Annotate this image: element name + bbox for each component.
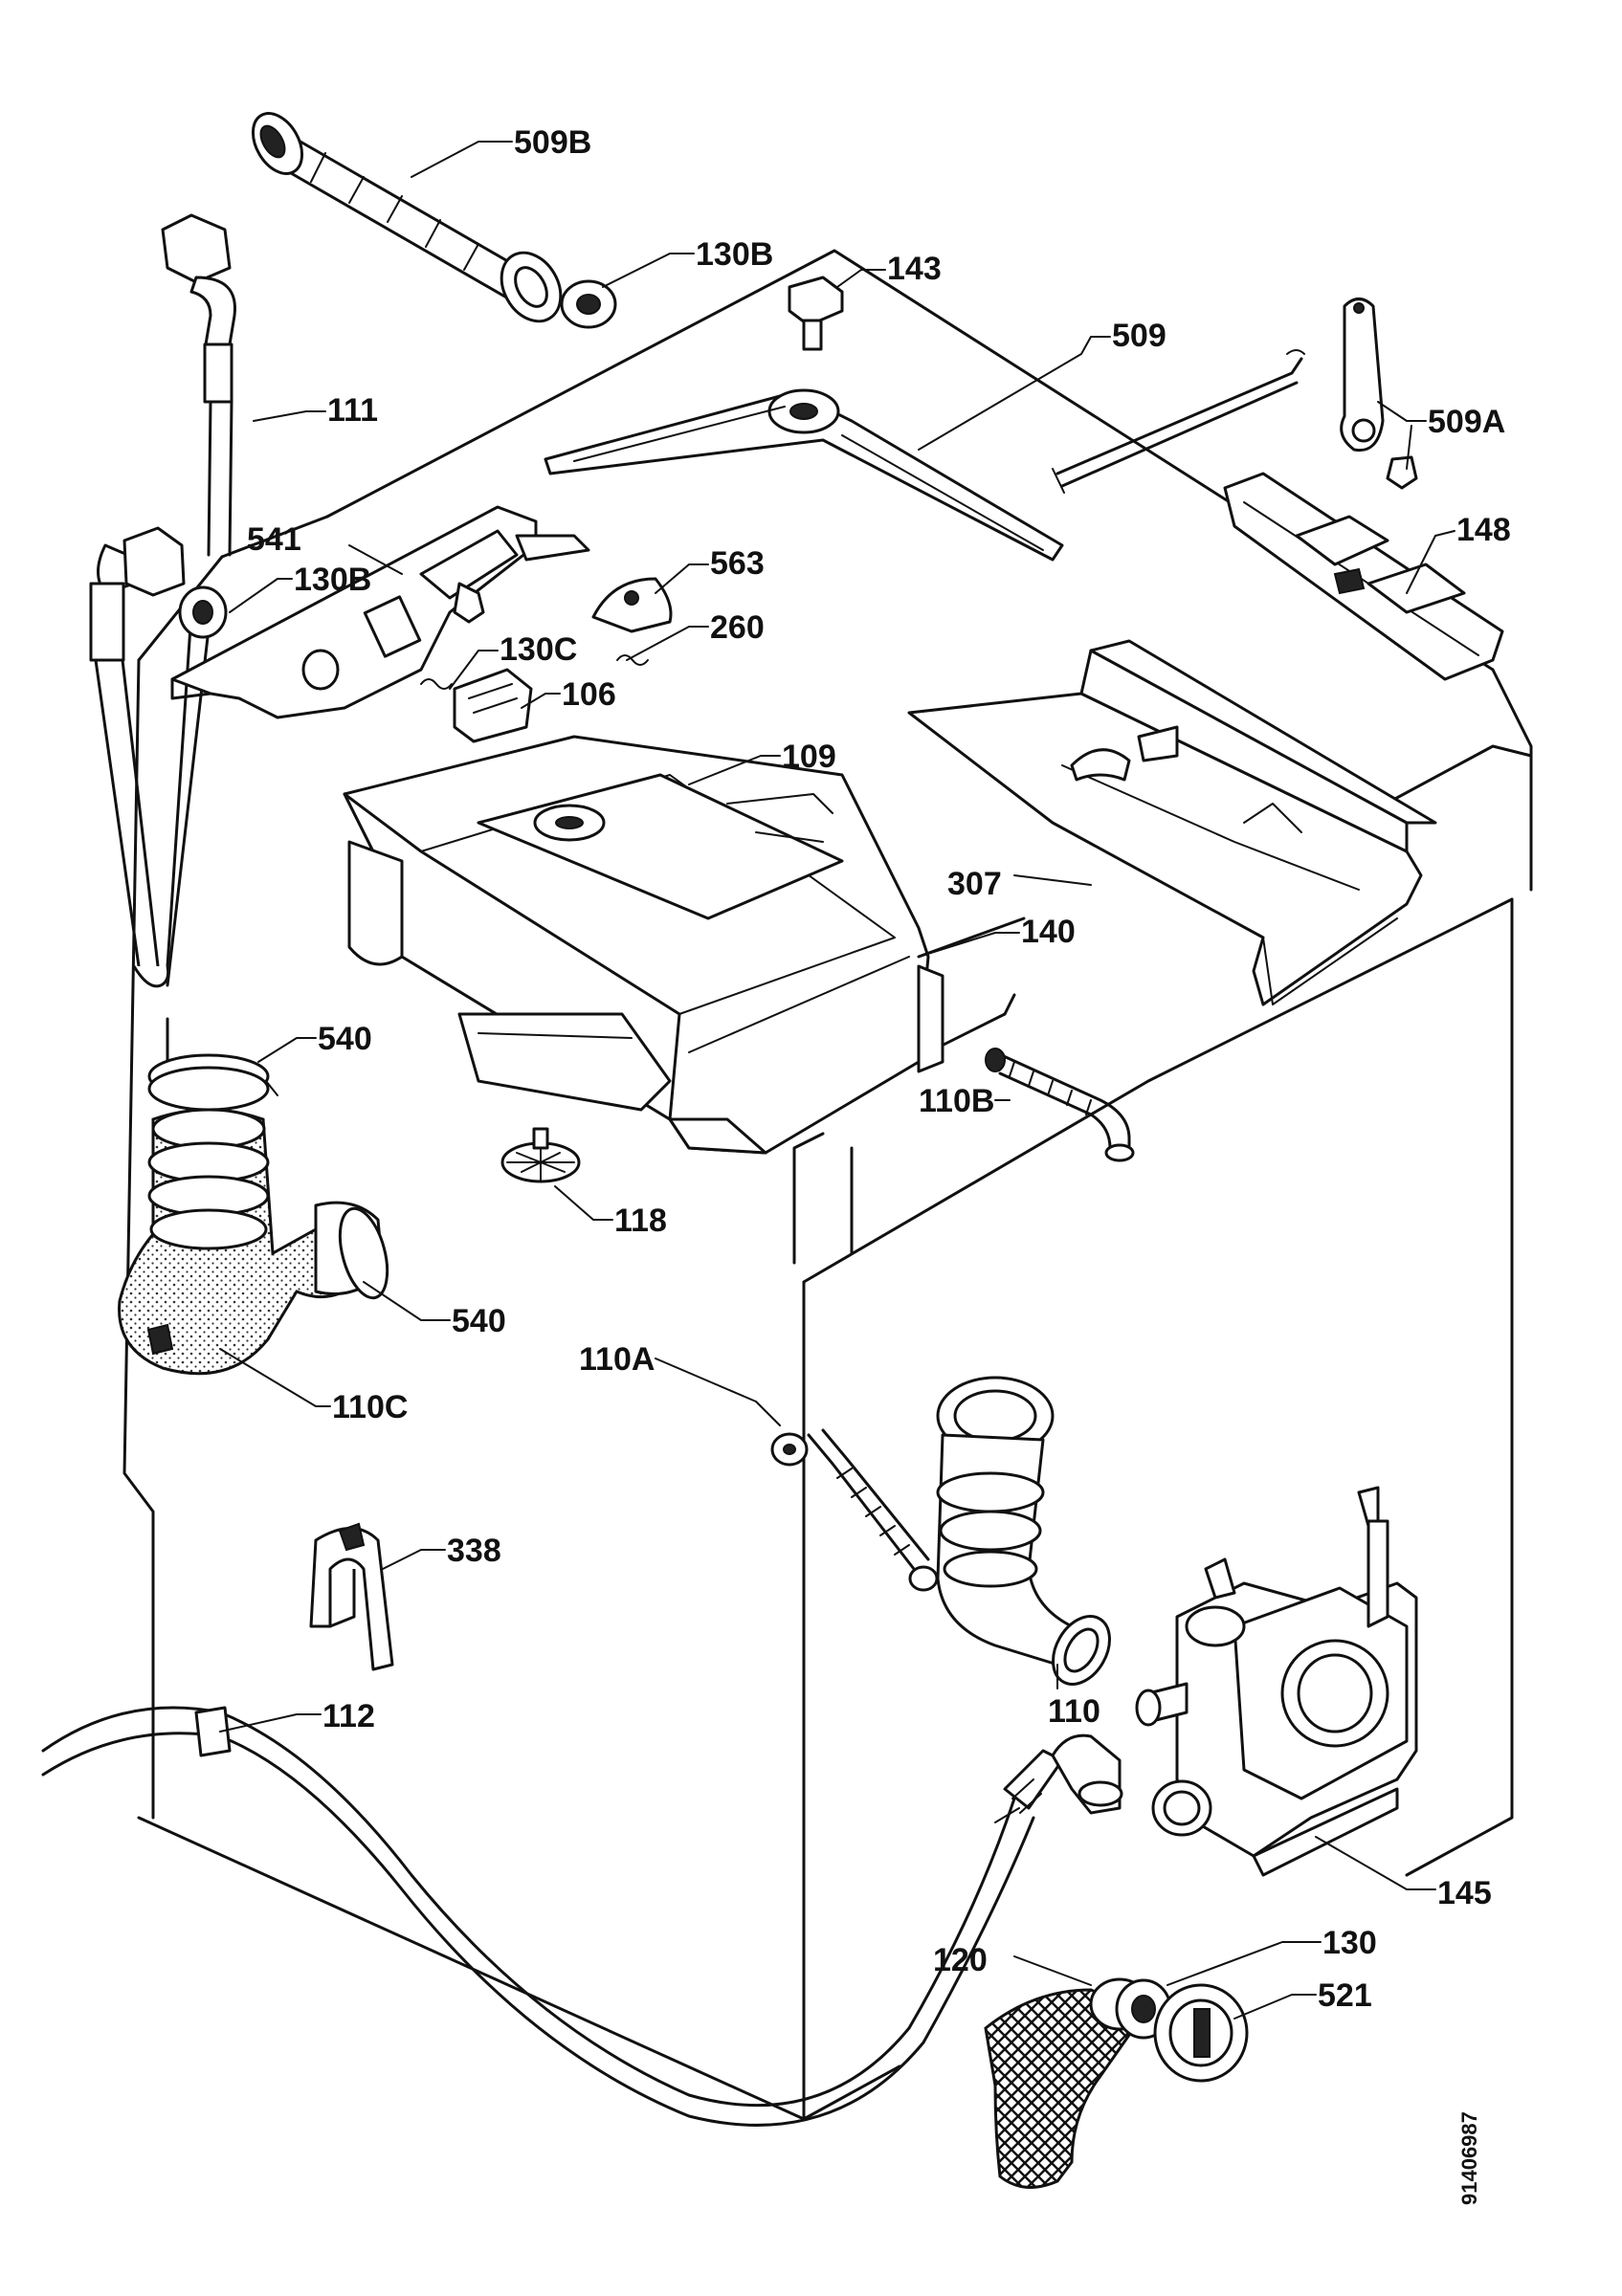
label-110c: 110C bbox=[332, 1389, 408, 1425]
part-112-drain-hose bbox=[41, 1706, 1123, 2127]
part-509b-inlet-pipe bbox=[251, 112, 563, 323]
label-112: 112 bbox=[322, 1698, 375, 1734]
part-110-bellows-hose bbox=[936, 1376, 1111, 1686]
label-110b: 110B bbox=[919, 1083, 994, 1119]
label-338: 338 bbox=[447, 1533, 501, 1569]
label-120: 120 bbox=[933, 1942, 988, 1978]
label-148: 148 bbox=[1456, 512, 1511, 548]
label-145: 145 bbox=[1437, 1875, 1492, 1911]
part-111-inlet-hose bbox=[89, 213, 236, 988]
part-143-knob bbox=[788, 276, 844, 351]
part-307-detergent-drawer bbox=[907, 639, 1437, 1006]
part-540-top-clamp bbox=[147, 1053, 278, 1112]
part-110a-hose bbox=[770, 1428, 939, 1592]
label-540-bottom: 540 bbox=[452, 1303, 506, 1339]
part-130b-left-seal bbox=[178, 585, 228, 639]
part-110b-hose bbox=[985, 1048, 1135, 1162]
part-118-filter-disc bbox=[500, 1127, 581, 1183]
label-106: 106 bbox=[562, 676, 616, 713]
label-110: 110 bbox=[1048, 1693, 1100, 1730]
part-145-pump-housing bbox=[1135, 1486, 1418, 1877]
label-140: 140 bbox=[1021, 914, 1076, 950]
label-143: 143 bbox=[887, 251, 942, 287]
part-110c-bellows bbox=[118, 1108, 389, 1376]
label-509: 509 bbox=[1112, 318, 1167, 354]
part-338-hose-clip bbox=[309, 1522, 394, 1671]
label-130b-left: 130B bbox=[294, 562, 371, 598]
label-111: 111 bbox=[327, 392, 378, 429]
label-509b: 509B bbox=[514, 124, 591, 161]
label-130c: 130C bbox=[500, 631, 577, 668]
label-260: 260 bbox=[710, 609, 765, 646]
part-106-switch bbox=[453, 668, 533, 743]
label-118: 118 bbox=[614, 1203, 667, 1239]
part-509-spray-arm bbox=[544, 388, 1064, 562]
part-521-filter-cap bbox=[1153, 1983, 1249, 2083]
label-521: 521 bbox=[1318, 1977, 1372, 2014]
leader-lines bbox=[219, 141, 1455, 2020]
drawing-code: 91406987 bbox=[1457, 2111, 1481, 2205]
label-509a: 509A bbox=[1428, 404, 1505, 440]
label-109: 109 bbox=[782, 739, 836, 775]
part-541-valve-bracket bbox=[170, 505, 590, 719]
label-110a: 110A bbox=[579, 1341, 655, 1378]
part-509-rod bbox=[1052, 349, 1305, 494]
label-307: 307 bbox=[947, 866, 1002, 902]
label-563: 563 bbox=[710, 545, 765, 582]
part-number-labels: 509B 130B 143 509 509A 111 541 130B 563 … bbox=[247, 124, 1511, 2205]
label-540-top: 540 bbox=[318, 1021, 372, 1057]
part-563-lever-plate bbox=[591, 577, 673, 633]
label-541: 541 bbox=[247, 521, 301, 558]
label-130b-top: 130B bbox=[696, 236, 773, 273]
part-130b-top-seal bbox=[560, 279, 617, 329]
part-130c-seal bbox=[420, 678, 453, 690]
part-148-handle-panel bbox=[1223, 472, 1504, 681]
label-130: 130 bbox=[1322, 1925, 1377, 1961]
part-260-spring bbox=[616, 654, 649, 666]
part-109-dispenser-housing bbox=[343, 735, 944, 1155]
part-509a-link-arm bbox=[1340, 298, 1418, 490]
